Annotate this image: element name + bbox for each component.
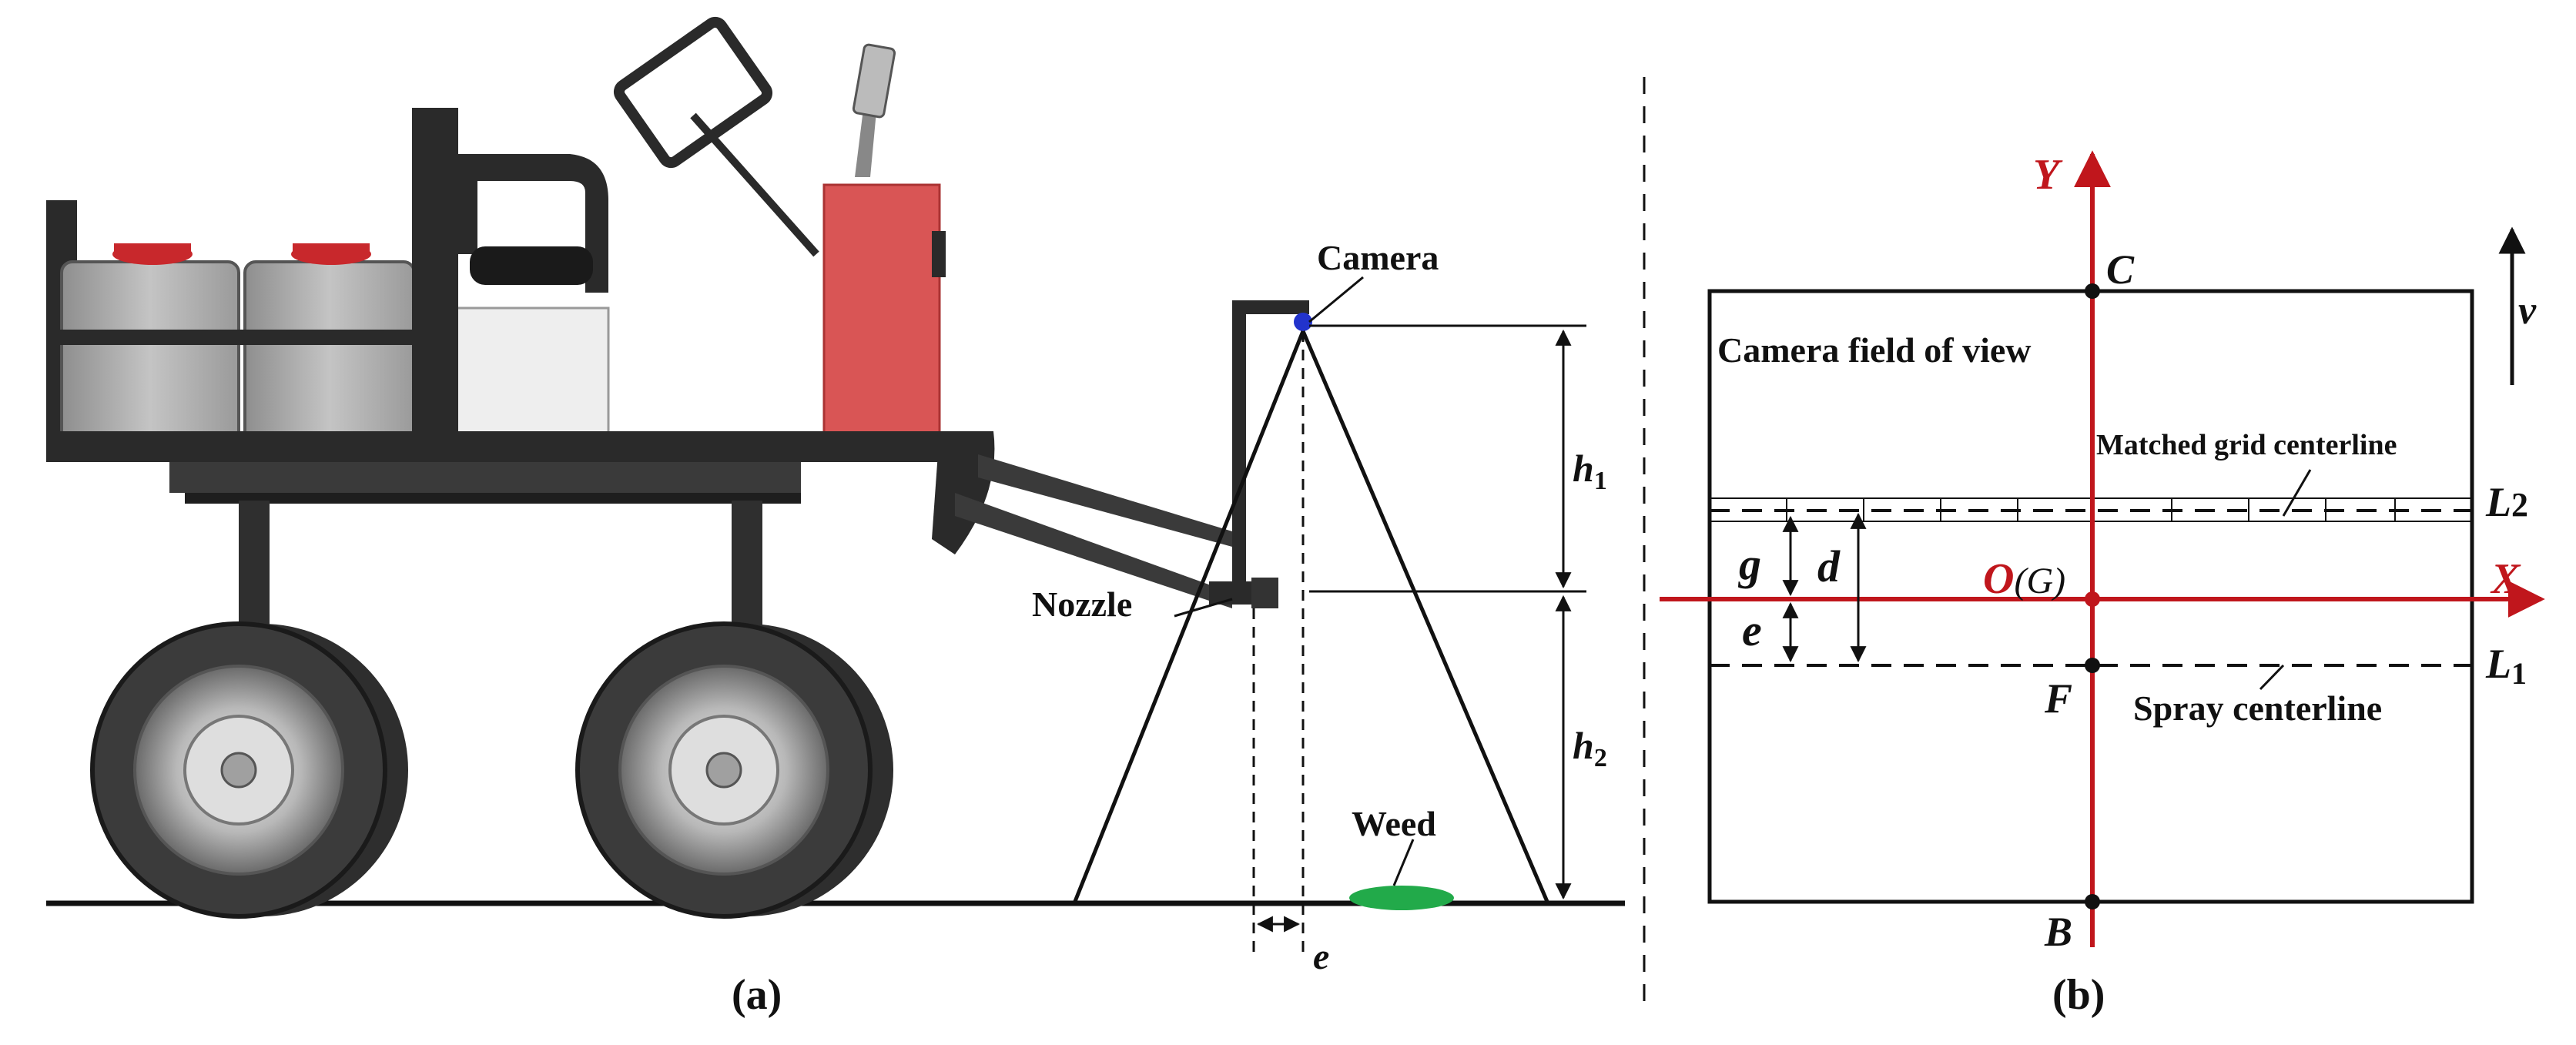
label-point-f: F <box>2044 675 2072 722</box>
caption-b: (b) <box>2052 971 2105 1019</box>
chassis <box>46 431 978 462</box>
point-f <box>2085 658 2100 673</box>
label-velocity: v <box>2518 289 2537 333</box>
camera-dot <box>1294 313 1312 331</box>
tank-right <box>243 260 416 456</box>
panel-b: Y X C B F O(G) v Camera field of view Ma… <box>1660 150 2545 1019</box>
label-origin: O(G) <box>1983 555 2065 603</box>
label-field-of-view: Camera field of view <box>1717 330 2032 370</box>
steering-wheel <box>613 16 819 257</box>
label-dim-g: g <box>1737 539 1761 589</box>
control-box <box>822 183 941 440</box>
sprayer-vehicle <box>46 16 1232 919</box>
camera-mount <box>1209 300 1312 608</box>
label-point-b: B <box>2044 909 2072 955</box>
label-l2: L2 <box>2485 479 2528 525</box>
nozzle-body <box>1251 578 1278 608</box>
front-wheel <box>575 621 893 919</box>
label-weed: Weed <box>1352 804 1436 843</box>
label-h2: h2 <box>1573 724 1607 772</box>
label-dim-e: e <box>1742 605 1762 655</box>
caption-a: (a) <box>732 971 782 1019</box>
point-b <box>2085 894 2100 909</box>
point-origin <box>2085 591 2100 607</box>
label-dim-d: d <box>1817 541 1841 591</box>
label-nozzle: Nozzle <box>1032 584 1132 624</box>
weed-shape <box>1349 886 1454 910</box>
panel-a: Camera Nozzle Weed h1 h2 e (a) <box>46 16 1625 1019</box>
tank-left <box>60 260 240 456</box>
label-h1: h1 <box>1573 447 1607 495</box>
label-axis-y: Y <box>2033 151 2063 199</box>
label-spray-centerline: Spray centerline <box>2133 688 2382 728</box>
label-camera: Camera <box>1317 238 1439 277</box>
rear-wheel <box>90 621 408 919</box>
point-c <box>2085 283 2100 299</box>
fov-right-edge <box>1301 330 1550 904</box>
label-axis-x: X <box>2490 555 2521 603</box>
label-l1: L1 <box>2485 641 2527 691</box>
label-grid-centerline: Matched grid centerline <box>2096 429 2397 461</box>
fov-left-edge <box>1072 330 1305 904</box>
label-e-offset: e <box>1313 936 1329 977</box>
engine-box <box>430 306 610 448</box>
label-point-c: C <box>2106 246 2135 293</box>
